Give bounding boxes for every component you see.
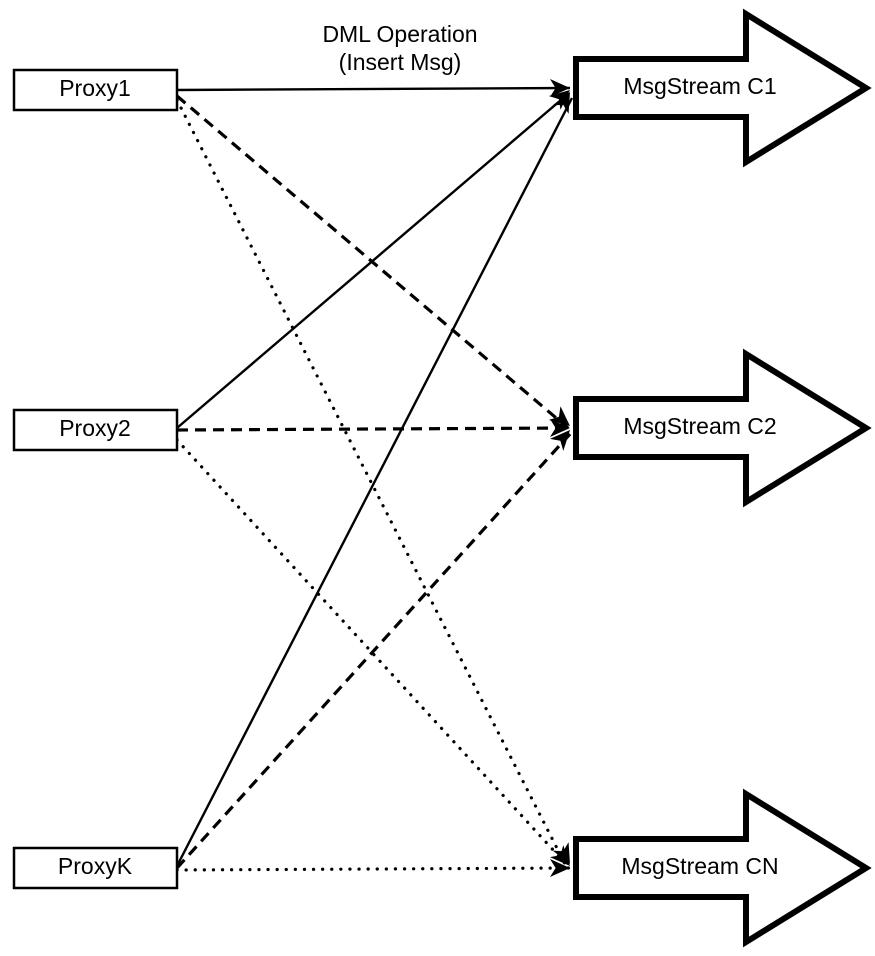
proxy-node-proxy1[interactable]: Proxy1	[12, 68, 179, 112]
streams-layer: MsgStream C1 MsgStream C2 MsgStream CN	[573, 8, 872, 948]
stream-node-stream_c1[interactable]: MsgStream C1	[573, 8, 872, 168]
proxy-node-proxyk[interactable]: ProxyK	[12, 846, 179, 890]
edge-label-line1: DML Operation	[322, 21, 477, 47]
stream-label: MsgStream C2	[623, 413, 776, 439]
edges-layer	[175, 86, 574, 872]
edge-p2-c1	[176, 93, 569, 429]
edge-p2-c2	[176, 426, 571, 432]
edge-label-group: DML Operation (Insert Msg)	[322, 21, 477, 75]
stream-arrow-shape	[573, 348, 872, 508]
arrowhead-head-p2-cn	[549, 845, 570, 866]
proxy-label: Proxy1	[59, 75, 131, 101]
proxy-node-proxy2[interactable]: Proxy2	[12, 408, 179, 452]
arrowhead-head-p2-c2	[550, 419, 570, 437]
stream-node-stream_c2[interactable]: MsgStream C2	[573, 348, 872, 508]
proxy-box-shape	[12, 68, 179, 112]
arrowhead-head-p1-c1	[550, 79, 570, 97]
arrowhead-head-pk-cn	[550, 859, 570, 877]
edge-pk-cn	[175, 866, 572, 872]
stream-label: MsgStream CN	[621, 853, 778, 879]
stream-label: MsgStream C1	[623, 73, 776, 99]
stream-arrow-shape	[573, 788, 872, 948]
edge-p1-c1	[176, 86, 571, 92]
proxy-label: ProxyK	[58, 853, 133, 879]
stream-arrow-shape	[573, 8, 872, 168]
arrowheads-layer	[548, 79, 570, 877]
proxy-label: Proxy2	[59, 415, 131, 441]
edge-label-line2: (Insert Msg)	[339, 49, 462, 75]
edge-pk-c2	[175, 432, 572, 870]
edge-pk-c1	[175, 97, 574, 867]
arrowhead-head-p2-c1	[548, 90, 570, 110]
stream-node-stream_cn[interactable]: MsgStream CN	[573, 788, 872, 948]
proxy-box-shape	[12, 846, 179, 890]
proxy-box-shape	[12, 408, 179, 452]
arrowhead-head-pk-c1	[552, 91, 570, 114]
arrowhead-head-pk-c2	[549, 430, 570, 451]
